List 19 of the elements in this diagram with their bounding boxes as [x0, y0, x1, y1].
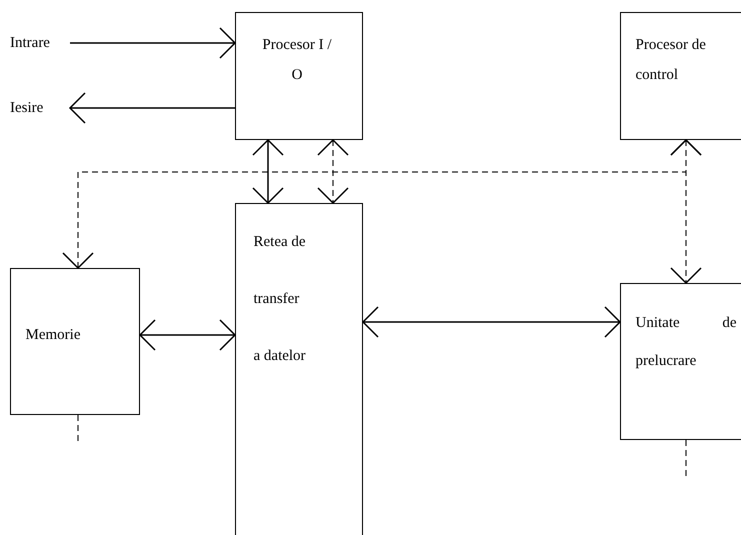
process-box: [620, 12, 741, 140]
box-label: Iesire: [10, 99, 44, 118]
arrow: [317, 139, 349, 204]
process-box: [235, 203, 363, 535]
arrow: [362, 306, 621, 338]
box-label: Intrare: [10, 34, 51, 53]
box-label: Procesor de control: [636, 36, 707, 84]
arrow: [70, 27, 236, 59]
arrow: [139, 319, 236, 351]
process-box: [235, 12, 363, 140]
arrow: [69, 92, 235, 124]
box-label: Procesor I / O: [261, 36, 333, 84]
box-label: Memorie: [26, 326, 82, 344]
box-label: Unitate de prelucrare: [636, 314, 736, 370]
arrow: [670, 139, 702, 284]
process-box: [620, 283, 741, 440]
process-box: [10, 268, 140, 415]
box-label: Retea de transfer a datelor: [254, 232, 307, 366]
arrow: [252, 139, 284, 204]
